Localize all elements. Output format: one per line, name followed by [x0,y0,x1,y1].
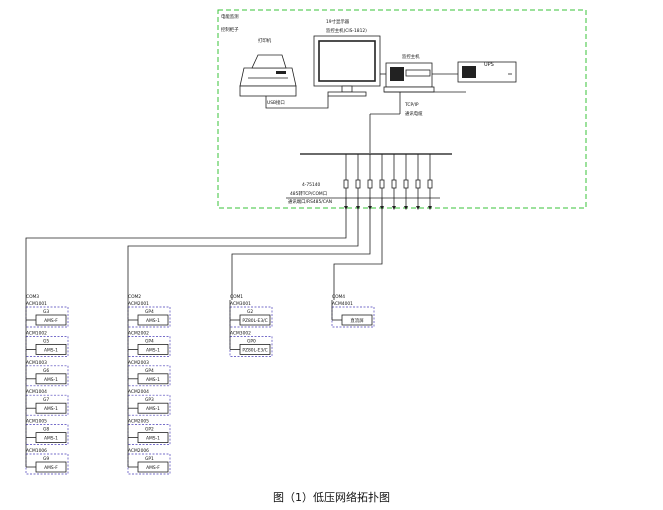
bus-taps [343,154,433,210]
feeder-line-4 [333,198,383,300]
meter-tag: ACM1001 [26,301,47,307]
meter-model: AMS-1 [44,347,58,353]
meter-tag: ACM2001 [128,301,149,307]
meter-id: G5 [43,338,49,344]
meter-id: GP2 [145,427,154,433]
bus-tap-fuse [415,179,421,189]
meter-tag: ACM1003 [26,360,47,366]
control-room-boundary [217,9,587,209]
meter-tag: ACM1004 [26,389,47,395]
meter-model: AMS-F [44,465,58,471]
control-room-title: 电能监测 [221,13,239,20]
meter-tag: ACM4001 [332,301,353,307]
feeder-line-2 [127,198,359,300]
monitor-label: 19寸显示器 [326,18,350,25]
tcpip-label: TCP/IP [404,102,419,108]
meter-model: AMS-F [146,465,160,471]
meter-id: G2 [247,309,253,315]
figure-caption: 图（1）低压网络拓扑图 [273,491,390,504]
group-line-label: COM2 [128,294,141,300]
bus-label-top: 4-75140 [302,182,321,188]
meter-model: AMS-1 [44,377,58,383]
printer-icon [239,54,297,97]
ups-icon [457,61,517,83]
meter-id: G9 [43,456,49,462]
meter-id: GP4 [145,368,154,374]
feeder-line-3 [231,198,371,300]
bus-tap-arrow [416,206,420,210]
group-line-label: COM4 [332,294,345,300]
bus-tap-arrow [428,206,432,210]
bus-label-bottom: 通讯端口/RS485/CAN [288,198,332,205]
meter-model: AMS-1 [146,347,160,353]
bus-tap-fuse [379,179,385,189]
meter-model: AMS-1 [44,406,58,412]
meter-model: PZ80L-E3/C [242,318,267,324]
bus-tap-fuse [391,179,397,189]
bus-tap-fuse [367,179,373,189]
meter-groups: COM3ACM1001G3AMS-FACM1002G5AMS-1ACM1003G… [25,294,375,475]
meter-model: PZ80L-E3/C [242,347,267,353]
meter-id: G7 [43,397,49,403]
bus-tap-fuse [427,179,433,189]
meter-tag: ACM2004 [128,389,149,395]
feeder-line-1 [25,198,347,300]
bus-tap-fuse [355,179,361,189]
meter-tag: ACM3002 [230,330,251,336]
meter-tag: ACM1002 [26,330,47,336]
meter-id: G8 [43,427,49,433]
control-room-subtitle: 控制柜子 [221,26,239,33]
meter-tag: ACM2005 [128,419,149,425]
meter-id: G6 [43,368,49,374]
ups-label: UPS [484,62,494,68]
meter-id: GP1 [145,456,154,462]
printer-label: 打印机 [258,37,272,44]
monitor-icon [313,35,381,97]
monitor-sublabel: 监控主机(CIS-1812) [326,27,367,34]
bus-tap-arrow [392,206,396,210]
meter-model: 直流屏 [350,317,364,324]
meter-tag: ACM2002 [128,330,149,336]
meter-tag: ACM3001 [230,301,251,307]
bus-label-mid: 485转TCP/COM口 [290,190,327,197]
meter-group: COM2ACM2001GP4AMS-1ACM2002GP4AMS-1ACM200… [127,294,171,475]
meter-id: GP4 [145,309,154,315]
meter-model: AMS-1 [146,406,160,412]
bus-tap-arrow [404,206,408,210]
meter-group: COM1ACM3001G2PZ80L-E3/CACM3002GP0PZ80L-E… [229,294,273,357]
printer-cable [265,96,329,109]
meter-model: AMS-1 [44,436,58,442]
meter-id: GP4 [145,338,154,344]
host-computer-icon [383,62,435,93]
meter-model: AMS-1 [146,377,160,383]
meter-id: GP0 [247,338,256,344]
group-line-label: COM3 [26,294,39,300]
meter-id: G3 [43,309,49,315]
printer-sublabel: USB接口 [267,99,285,106]
bus-tap-fuse [403,179,409,189]
meter-model: AMS-1 [146,436,160,442]
meter-group: COM3ACM1001G3AMS-FACM1002G5AMS-1ACM1003G… [25,294,69,475]
group-line-label: COM1 [230,294,243,300]
tcpip-sublabel: 通讯电缆 [405,110,423,117]
host-label: 监控主机 [402,53,420,60]
meter-id: GP3 [145,397,154,403]
meter-tag: ACM1005 [26,419,47,425]
meter-tag: ACM1006 [26,448,47,454]
meter-tag: ACM2006 [128,448,149,454]
meter-tag: ACM2003 [128,360,149,366]
meter-model: AMS-1 [146,318,160,324]
topology-diagram: 电能监测 控制柜子 打印机 USB接口 19寸显示器 监控主机(CIS-1812… [25,9,587,475]
bus-tap-fuse [343,179,349,189]
meter-model: AMS-F [44,318,58,324]
